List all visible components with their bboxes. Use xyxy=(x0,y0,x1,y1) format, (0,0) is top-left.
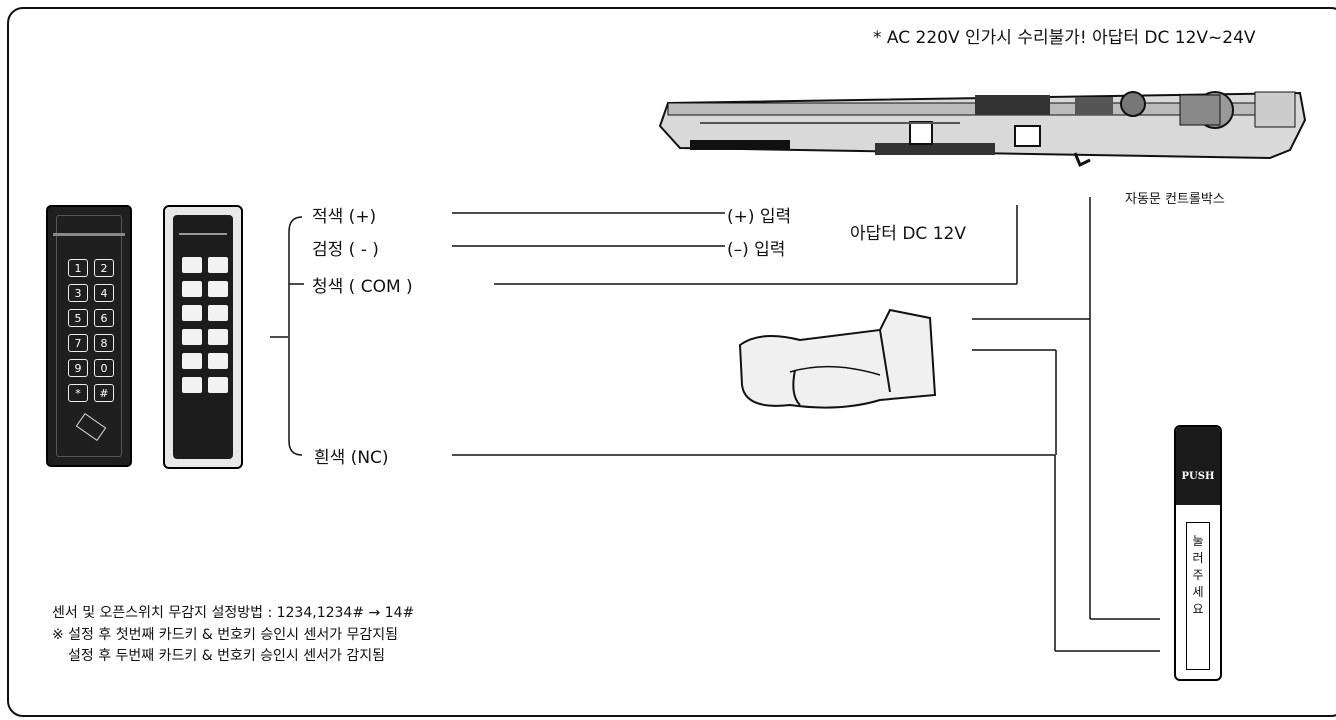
key-4: 4 xyxy=(94,284,114,302)
push-vertical-text: 눌 러 주 세 요 xyxy=(1186,522,1210,670)
keypad-numeric: 1 2 3 4 5 6 7 8 9 0 * # xyxy=(46,205,132,467)
sensor-image xyxy=(738,308,937,409)
note-first-approval: ※ 설정 후 첫번째 카드키 & 번호키 승인시 센서가 무감지됨 xyxy=(52,627,399,643)
key-star: * xyxy=(68,384,88,402)
wire-white-label: 흰색 (NC) xyxy=(314,448,389,468)
blank-key xyxy=(182,353,202,369)
key-1: 1 xyxy=(68,259,88,277)
blank-key xyxy=(182,257,202,273)
wire-black-label: 검정 ( - ) xyxy=(312,240,379,260)
note-setup-method: 센서 및 오픈스위치 무감지 설정방법 : 1234,1234# → 14# xyxy=(52,605,415,621)
adapter-label: 아답터 DC 12V xyxy=(850,224,966,244)
push-char: 러 xyxy=(1192,551,1204,565)
blank-key xyxy=(182,305,202,321)
key-7: 7 xyxy=(68,334,88,352)
key-3: 3 xyxy=(68,284,88,302)
key-6: 6 xyxy=(94,309,114,327)
keypad-strip xyxy=(53,233,125,236)
key-hash: # xyxy=(94,384,114,402)
blank-key xyxy=(208,377,228,393)
keypad-inner-panel xyxy=(173,215,233,459)
key-2: 2 xyxy=(94,259,114,277)
adapter-minus-input: (–) 입력 xyxy=(727,240,786,260)
push-button-image: PUSH 눌 러 주 세 요 xyxy=(1174,425,1222,681)
warning-text: * AC 220V 인가시 수리불가! 아답터 DC 12V~24V xyxy=(873,28,1256,48)
blank-key xyxy=(208,353,228,369)
push-label: PUSH xyxy=(1181,471,1215,482)
diagram-frame xyxy=(7,7,1336,717)
blank-key xyxy=(208,305,228,321)
blank-key xyxy=(182,377,202,393)
key-9: 9 xyxy=(68,359,88,377)
blank-key xyxy=(208,329,228,345)
keypad-blank xyxy=(163,205,243,469)
push-char: 요 xyxy=(1192,602,1204,616)
wire-red-label: 적색 (+) xyxy=(312,207,377,227)
door-controller-image xyxy=(658,91,1307,168)
key-8: 8 xyxy=(94,334,114,352)
controller-label: 자동문 컨트롤박스 xyxy=(1125,192,1225,207)
blank-key xyxy=(182,329,202,345)
blank-key xyxy=(208,257,228,273)
push-char: 주 xyxy=(1192,568,1204,582)
wire-blue-label: 청색 ( COM ) xyxy=(312,277,413,297)
blank-key xyxy=(182,281,202,297)
key-5: 5 xyxy=(68,309,88,327)
adapter-plus-input: (+) 입력 xyxy=(727,207,792,227)
push-char: 눌 xyxy=(1192,534,1204,548)
push-char: 세 xyxy=(1192,585,1204,599)
push-button-head xyxy=(1176,427,1220,505)
key-0: 0 xyxy=(94,359,114,377)
note-second-approval: 설정 후 두번째 카드키 & 번호키 승인시 센서가 감지됨 xyxy=(68,648,385,664)
blank-key xyxy=(208,281,228,297)
keypad-face xyxy=(56,215,122,457)
keypad-strip xyxy=(179,233,227,235)
